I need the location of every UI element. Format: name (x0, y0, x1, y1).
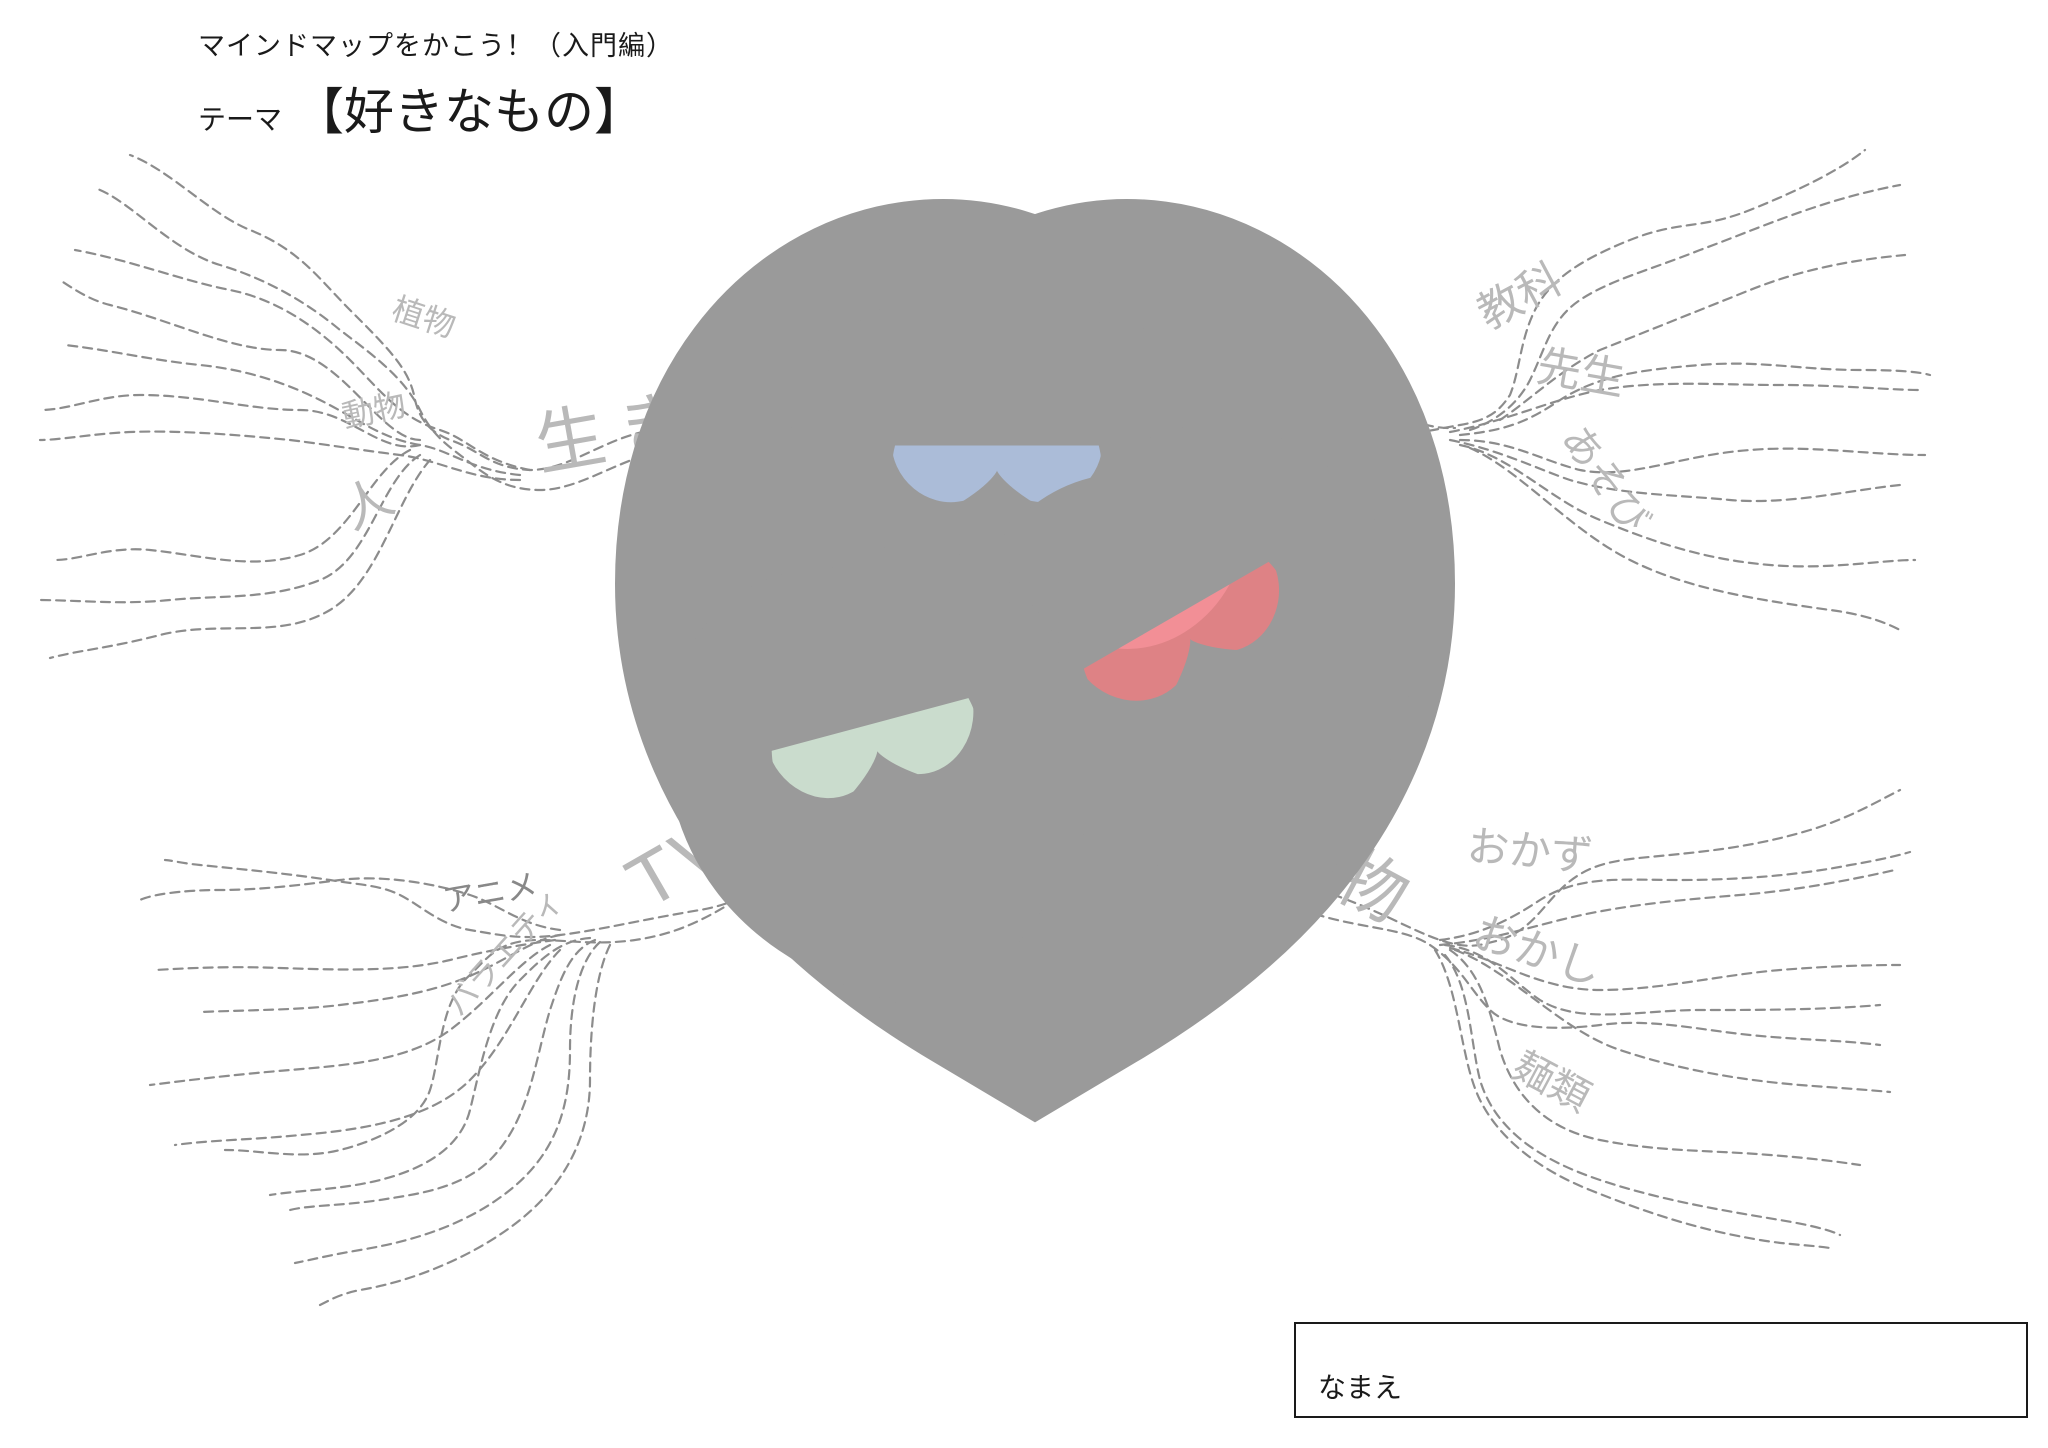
branch-lines (33, 148, 1932, 1307)
theme-label: テーマ (198, 103, 283, 136)
green-heart-icon (755, 646, 1016, 918)
worksheet-subtitle: マインドマップをかこう！（入門編） (198, 31, 674, 62)
theme-title: 【好きなもの】 (294, 83, 645, 141)
theme-heading: テーマ 【好きなもの】 (198, 72, 644, 144)
name-field[interactable]: なまえ (1294, 1322, 2028, 1418)
sub-label-teachers: 先生 (1533, 341, 1629, 407)
sub-label-noodles: 麺類 (1505, 1043, 1597, 1121)
red-heart-icon (1055, 514, 1358, 819)
sub-label-side-dishes: おかず (1465, 821, 1595, 881)
sub-label-snacks: おかし (1467, 907, 1608, 996)
sub-label-people: 人 (333, 467, 403, 541)
sub-label-plants: 植物 (388, 289, 461, 345)
sub-label-animals: 動物 (339, 385, 410, 435)
name-field-label: なまえ (1318, 1371, 1403, 1404)
central-hearts (755, 397, 1358, 918)
